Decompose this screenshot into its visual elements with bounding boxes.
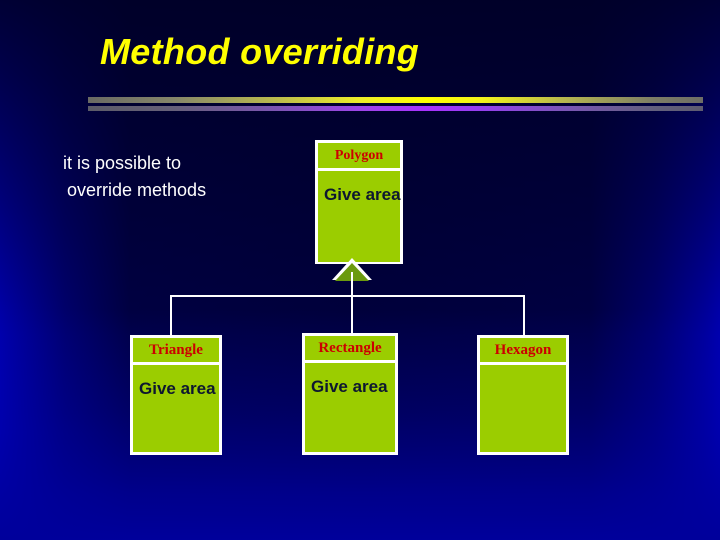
uml-operations-polygon: Give area <box>318 171 401 262</box>
title-divider-bar-purple <box>88 106 703 111</box>
body-text-block: it is possible to override methods <box>63 150 293 204</box>
uml-class-name-polygon: Polygon <box>318 143 400 168</box>
uml-class-box-hexagon[interactable]: Hexagon <box>477 335 569 455</box>
uml-separator-hexagon <box>480 362 566 365</box>
connector-vertical-trunk <box>351 272 353 296</box>
uml-class-box-polygon[interactable]: Polygon Give area <box>315 140 403 264</box>
title-divider-bar-yellow <box>88 97 703 103</box>
uml-separator-polygon <box>318 168 400 171</box>
uml-operations-rectangle: Give area <box>305 363 395 452</box>
uml-separator-triangle <box>133 362 219 365</box>
connector-vertical-to-triangle <box>170 295 172 336</box>
connector-vertical-to-rectangle <box>351 295 353 334</box>
uml-class-name-triangle: Triangle <box>133 338 219 362</box>
slide-title: Method overriding <box>100 31 420 72</box>
uml-class-name-rectangle: Rectangle <box>305 336 395 360</box>
uml-operations-hexagon <box>480 365 566 452</box>
uml-class-name-hexagon: Hexagon <box>480 338 566 362</box>
uml-class-box-triangle[interactable]: Triangle Give area <box>130 335 222 455</box>
uml-operations-triangle: Give area <box>133 365 219 452</box>
connector-horizontal-bus <box>171 295 525 297</box>
uml-class-box-rectangle[interactable]: Rectangle Give area <box>302 333 398 455</box>
body-text-line-1: it is possible to <box>63 153 182 173</box>
connector-vertical-to-hexagon <box>523 295 525 336</box>
uml-separator-rectangle <box>305 360 395 363</box>
body-text-line-2: override methods <box>67 180 207 200</box>
